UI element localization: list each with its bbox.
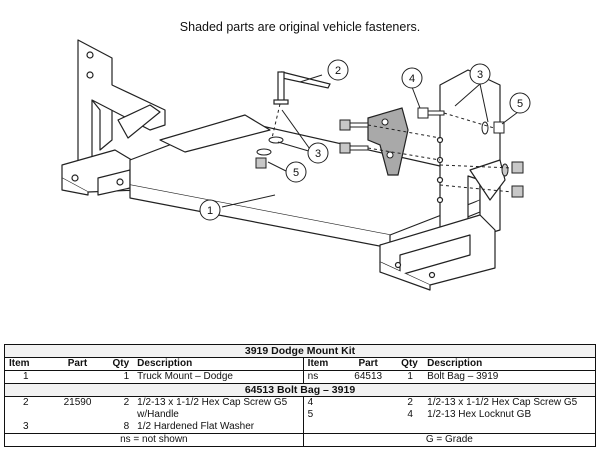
callout-4-label: 4	[409, 73, 415, 85]
exploded-parts-diagram: 1 2 3 3 4 5 5	[61, 39, 531, 291]
bag-row2-qty	[109, 409, 134, 421]
bag-row2-part	[47, 409, 109, 421]
handle-bolt	[273, 71, 331, 105]
bag-row1-desc: 1/2-13 x 1-1/2 Hex Cap Screw G5 w/Handle	[137, 397, 288, 420]
bag-row2-item	[5, 409, 47, 421]
row1-desc: Truck Mount – Dodge	[137, 371, 233, 382]
bag-row3-part-right	[339, 421, 397, 434]
header-item-right: Item	[302, 357, 340, 371]
diagram-note: Shaded parts are original vehicle fasten…	[179, 20, 421, 34]
row1-part-right: 64513	[354, 371, 383, 382]
bag-row3-qty-right	[397, 421, 423, 434]
table-row: 2 21590 2 1/2-13 x 1-1/2 Hex Cap Screw G…	[5, 396, 596, 420]
footer-legend-ns: ns = not shown	[4, 433, 304, 447]
callout-3b-label: 3	[477, 69, 483, 81]
callout-4	[401, 67, 423, 89]
table-footer: ns = not shown G = Grade	[4, 433, 596, 447]
header-qty-right: Qty	[397, 357, 424, 371]
callout-2	[327, 59, 349, 81]
callout-3b	[469, 63, 491, 85]
callout-1	[199, 199, 221, 221]
bag-row1-qty: 2	[123, 397, 130, 408]
bag-row3-desc-right	[423, 421, 595, 434]
parts-table: 3919 Dodge Mount Kit Item Part Qty Descr…	[4, 344, 596, 447]
bag-row1-item: 2	[22, 397, 29, 408]
row1-item: 1	[22, 371, 29, 382]
callout-5a	[509, 92, 531, 114]
header-description-right: Description	[423, 357, 596, 371]
row1-qty: 1	[123, 371, 130, 382]
bag-row1-qty-right: 2	[407, 397, 413, 408]
row1-part	[47, 371, 109, 384]
bag-row1-part: 21590	[63, 397, 92, 408]
footer-legend-grade: G = Grade	[302, 433, 596, 447]
callout-5b	[285, 161, 307, 183]
row1-item-right: ns	[302, 370, 340, 384]
bag-row2-part-right	[339, 409, 397, 421]
callout-5a-label: 5	[517, 98, 523, 110]
bag-row3-item-right	[302, 421, 340, 434]
row1-desc-right: Bolt Bag – 3919	[427, 371, 499, 382]
bag-row3-part	[47, 421, 109, 434]
bag-row3-qty: 8	[123, 421, 130, 432]
bag-title: 64513 Bolt Bag – 3919	[4, 383, 596, 397]
bag-row3-item: 3	[22, 421, 29, 432]
callout-3a-label: 3	[315, 148, 321, 160]
table-row: 1 1 Truck Mount – Dodge ns 64513 1 Bolt …	[5, 370, 596, 384]
row1-qty-right: 1	[407, 371, 413, 382]
bag-row1-desc-right: 1/2-13 x 1-1/2 Hex Cap Screw G5	[427, 397, 578, 408]
kit-title: 3919 Dodge Mount Kit	[4, 344, 596, 358]
table-row: 3 8 1/2 Hardened Flat Washer	[5, 421, 596, 434]
header-row: Item Part Qty Description Item Part Qty …	[4, 357, 596, 371]
header-part-right: Part	[339, 357, 398, 371]
header-qty: Qty	[108, 357, 134, 371]
bag-row1-part-right	[339, 397, 397, 410]
callout-3a	[307, 142, 329, 164]
callout-5b-label: 5	[293, 167, 299, 179]
bag-row3-desc: 1/2 Hardened Flat Washer	[137, 421, 255, 432]
header-part: Part	[46, 357, 109, 371]
bag-row2-desc-right: 1/2-13 Hex Locknut GB	[427, 409, 532, 420]
header-item: Item	[4, 357, 47, 371]
header-description: Description	[133, 357, 304, 371]
bag-row2-qty-right: 4	[407, 409, 413, 420]
vehicle-bracket-shaded	[367, 107, 409, 176]
table-row: 5 4 1/2-13 Hex Locknut GB	[5, 409, 596, 421]
bag-row2-item-right: 5	[302, 409, 340, 421]
callout-2-label: 2	[335, 65, 341, 77]
callout-1-label: 1	[207, 205, 213, 217]
bag-row1-item-right: 4	[302, 396, 340, 409]
